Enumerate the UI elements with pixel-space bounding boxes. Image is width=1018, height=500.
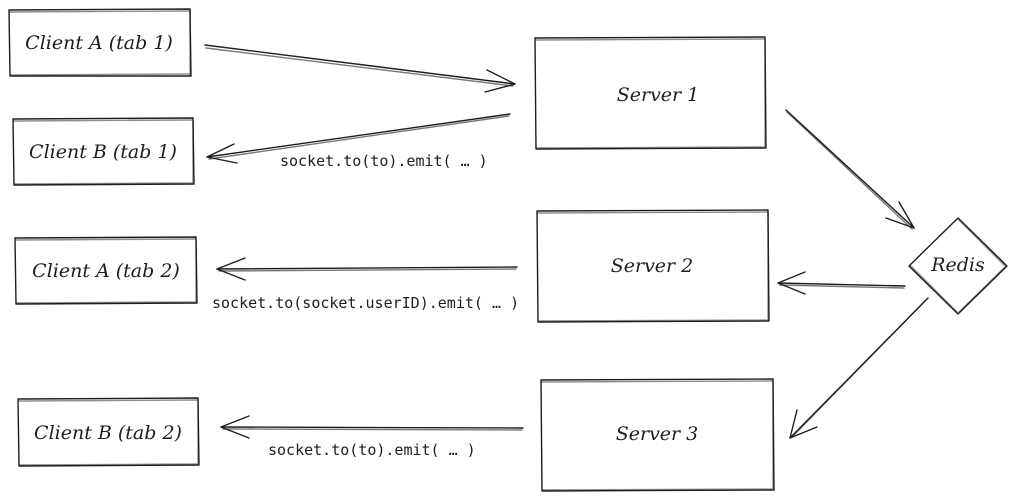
server1-label: Server 1 (617, 84, 700, 106)
server2-label: Server 2 (611, 255, 694, 277)
server1-node[interactable]: Server 1 (534, 36, 767, 150)
edge-label-server2-to-client-a-tab2: socket.to(socket.userID).emit( … ) (212, 294, 519, 312)
client-b-tab1-node[interactable]: Client B (tab 1) (12, 117, 195, 186)
client-b-tab1-label: Client B (tab 1) (29, 141, 177, 163)
redis-label: Redis (930, 254, 985, 276)
arrow-server1-to-redis (785, 109, 915, 230)
client-a-tab2-node[interactable]: Client A (tab 2) (14, 236, 198, 305)
arrow-server2-to-client-a-tab2 (216, 257, 518, 281)
client-a-tab1-label: Client A (tab 1) (25, 32, 173, 54)
client-a-tab2-label: Client A (tab 2) (32, 260, 180, 282)
server3-label: Server 3 (616, 423, 699, 445)
edge-label-server3-to-client-b-tab2: socket.to(to).emit( … ) (268, 441, 476, 459)
redis-node[interactable]: Redis (908, 217, 1008, 315)
arrow-redis-to-server2 (777, 271, 906, 295)
edge-label-server1-to-client-b-tab1: socket.to(to).emit( … ) (280, 152, 488, 170)
arrow-server1-to-client-b-tab1 (206, 113, 511, 164)
client-b-tab2-label: Client B (tab 2) (34, 422, 182, 444)
arrow-redis-to-server3 (789, 297, 929, 439)
server2-node[interactable]: Server 2 (536, 209, 770, 323)
client-a-tab1-node[interactable]: Client A (tab 1) (8, 8, 192, 77)
arrow-server3-to-client-b-tab2 (220, 415, 524, 439)
client-b-tab2-node[interactable]: Client B (tab 2) (17, 397, 200, 467)
server3-node[interactable]: Server 3 (540, 378, 775, 492)
arrow-client-a-tab1-to-server1 (204, 44, 516, 93)
